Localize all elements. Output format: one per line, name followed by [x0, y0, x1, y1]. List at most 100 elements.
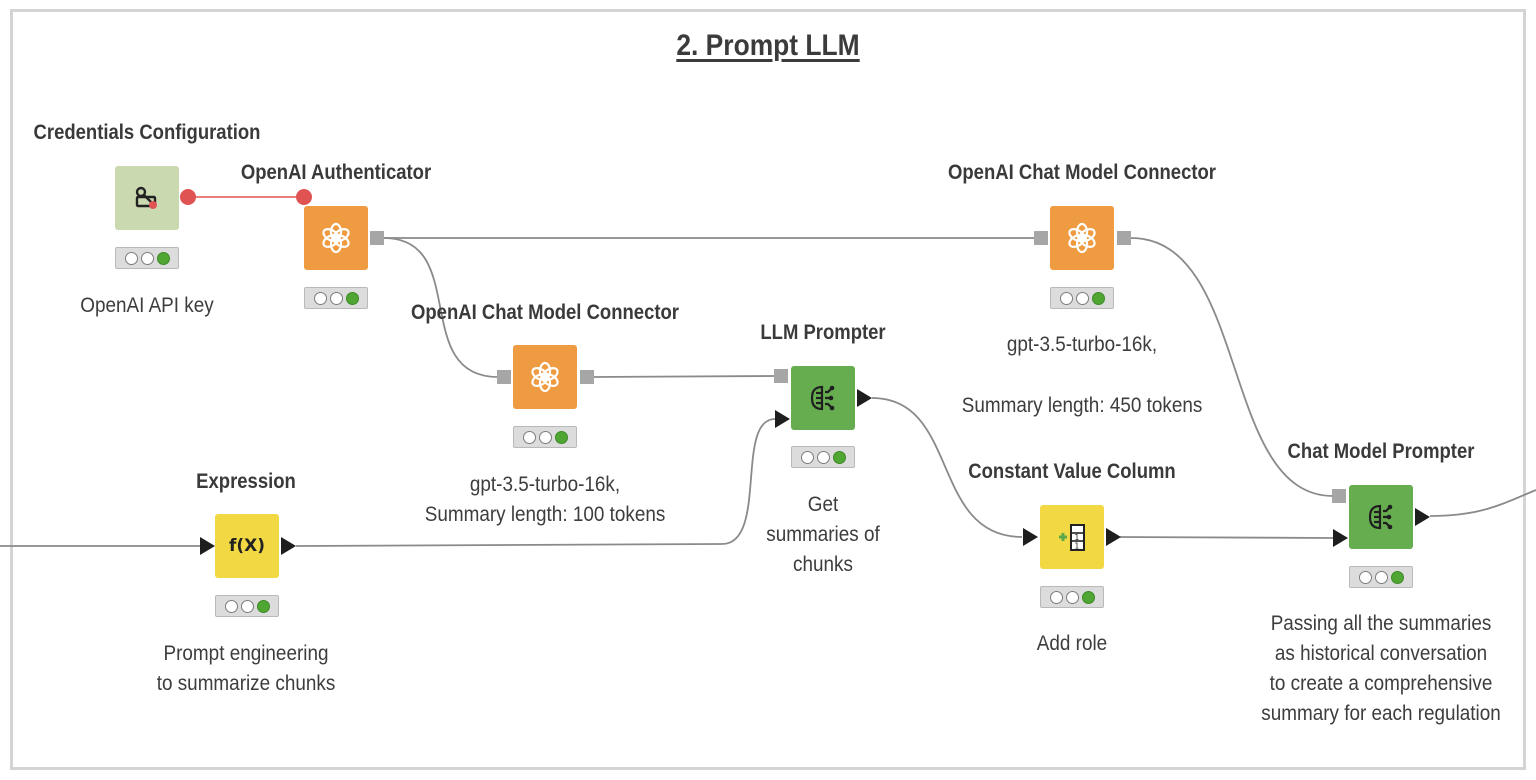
connection-chat-connector-small-llm-prompter[interactable]	[592, 375, 776, 378]
status-light-yellow	[240, 599, 254, 613]
status-light-yellow	[1374, 570, 1388, 584]
connection-chat-prompter-outgoing[interactable]	[1429, 489, 1536, 517]
chat-connector-large-output-port[interactable]	[1117, 231, 1131, 245]
svg-text:1: 1	[1075, 533, 1080, 542]
status-light-red	[224, 599, 238, 613]
llm-prompter-status	[791, 446, 855, 468]
credentials-node-title: Credentials Configuration	[33, 121, 261, 144]
constant-value-title: Constant Value Column	[968, 460, 1176, 483]
chat-connector-small-output-port[interactable]	[580, 370, 594, 384]
chat-connector-small-note-line2: Summary length: 100 tokens	[424, 503, 666, 526]
status-light-green	[156, 251, 170, 265]
annotation-frame	[10, 9, 1526, 770]
chat-connector-large-note-line2: Summary length: 450 tokens	[961, 394, 1203, 417]
authenticator-node-title: OpenAI Authenticator	[240, 161, 432, 184]
constant-value-status	[1040, 586, 1104, 608]
authenticator-input-port[interactable]	[296, 189, 312, 205]
status-light-red	[313, 291, 327, 305]
chat-connector-small-title: OpenAI Chat Model Connector	[411, 301, 679, 324]
connection-llm-prompter-constant-value[interactable]	[871, 397, 1023, 538]
expression-input-port[interactable]	[200, 537, 215, 555]
chat-prompter-status	[1349, 566, 1413, 588]
status-light-green	[345, 291, 359, 305]
chat-connector-large-input-port[interactable]	[1034, 231, 1048, 245]
chat-prompter-output-port[interactable]	[1415, 508, 1430, 526]
openai-icon	[1065, 221, 1099, 255]
credentials-icon	[131, 182, 163, 214]
openai-chat-model-connector-large-node[interactable]	[1050, 206, 1114, 270]
chat-prompter-title: Chat Model Prompter	[1287, 440, 1475, 463]
status-light-yellow	[1065, 590, 1079, 604]
llm-prompter-note-line3: chunks	[793, 553, 853, 576]
credentials-status	[115, 247, 179, 269]
status-light-yellow	[816, 450, 830, 464]
connection-expression-llm-prompter[interactable]	[295, 418, 776, 547]
expression-status	[215, 595, 279, 617]
llm-prompter-model-port[interactable]	[774, 369, 788, 383]
expression-note-line2: to summarize chunks	[156, 672, 336, 695]
chat-prompter-model-port[interactable]	[1332, 489, 1346, 503]
llm-prompter-icon	[806, 381, 840, 415]
status-light-green	[1081, 590, 1095, 604]
status-light-red	[522, 430, 536, 444]
llm-prompter-note-line1: Get	[807, 493, 839, 516]
expression-note-line1: Prompt engineering	[163, 642, 329, 665]
openai-icon	[528, 360, 562, 394]
status-light-green	[1091, 291, 1105, 305]
status-light-green	[1390, 570, 1404, 584]
constant-value-column-icon: 1 1	[1054, 519, 1090, 555]
status-light-yellow	[329, 291, 343, 305]
chat-prompter-data-input-port[interactable]	[1333, 529, 1348, 547]
chat-connector-small-note-line1: gpt-3.5-turbo-16k,	[469, 473, 621, 496]
chat-model-prompter-node[interactable]	[1349, 485, 1413, 549]
expression-icon: f(X)	[228, 536, 266, 556]
connection-authenticator-chat-connector-small[interactable]	[383, 237, 499, 378]
chat-connector-large-status	[1050, 287, 1114, 309]
credentials-configuration-node[interactable]	[115, 166, 179, 230]
connection-constant-value-chat-prompter[interactable]	[1119, 536, 1334, 539]
llm-prompter-title: LLM Prompter	[760, 321, 886, 344]
status-light-red	[1059, 291, 1073, 305]
authenticator-status	[304, 287, 368, 309]
constant-value-output-port[interactable]	[1106, 528, 1121, 546]
status-light-green	[256, 599, 270, 613]
chat-prompter-note-line3: to create a comprehensive	[1269, 672, 1493, 695]
constant-value-note: Add role	[1036, 632, 1108, 655]
connection-chat-connector-large-chat-prompter[interactable]	[1130, 237, 1334, 497]
credentials-output-port[interactable]	[180, 189, 196, 205]
status-light-red	[1049, 590, 1063, 604]
status-light-green	[554, 430, 568, 444]
chat-prompter-note-line2: as historical conversation	[1274, 642, 1488, 665]
svg-text:1: 1	[1075, 542, 1080, 551]
chat-prompter-note-line1: Passing all the summaries	[1270, 612, 1492, 635]
expression-node[interactable]: f(X)	[215, 514, 279, 578]
status-light-yellow	[140, 251, 154, 265]
section-title: 2. Prompt LLM	[676, 29, 860, 62]
credentials-note: OpenAI API key	[80, 294, 214, 317]
openai-authenticator-node[interactable]	[304, 206, 368, 270]
chat-prompter-note-line4: summary for each regulation	[1261, 702, 1501, 725]
status-light-red	[1358, 570, 1372, 584]
llm-prompter-data-input-port[interactable]	[775, 410, 790, 428]
status-light-yellow	[1075, 291, 1089, 305]
constant-value-input-port[interactable]	[1023, 528, 1038, 546]
authenticator-output-port[interactable]	[370, 231, 384, 245]
status-light-red	[124, 251, 138, 265]
status-light-green	[832, 450, 846, 464]
expression-output-port[interactable]	[281, 537, 296, 555]
openai-icon	[319, 221, 353, 255]
chat-connector-large-note-line1: gpt-3.5-turbo-16k,	[1006, 333, 1158, 356]
constant-value-column-node[interactable]: 1 1	[1040, 505, 1104, 569]
status-light-yellow	[538, 430, 552, 444]
llm-prompter-node[interactable]	[791, 366, 855, 430]
openai-chat-model-connector-small-node[interactable]	[513, 345, 577, 409]
llm-prompter-output-port[interactable]	[857, 389, 872, 407]
chat-connector-small-input-port[interactable]	[497, 370, 511, 384]
chat-model-prompter-icon	[1364, 500, 1398, 534]
chat-connector-large-title: OpenAI Chat Model Connector	[948, 161, 1216, 184]
llm-prompter-note-line2: summaries of	[766, 523, 880, 546]
status-light-red	[800, 450, 814, 464]
expression-title: Expression	[196, 470, 296, 493]
